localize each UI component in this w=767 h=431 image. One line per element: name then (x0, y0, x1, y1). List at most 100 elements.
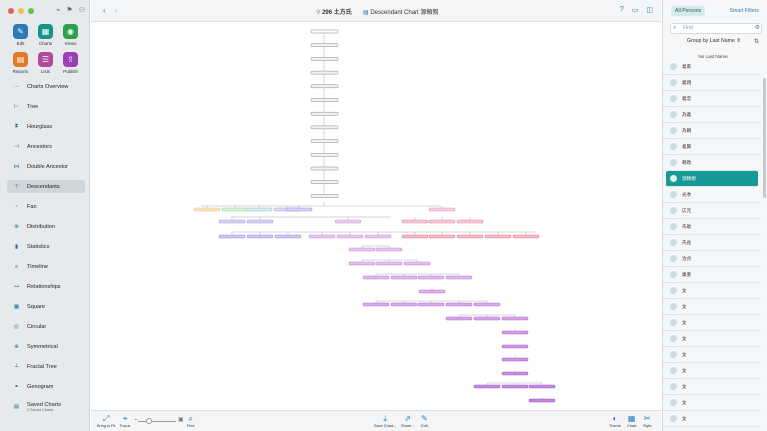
person-node[interactable] (445, 316, 473, 321)
person-node[interactable] (246, 234, 274, 239)
list-item[interactable]: 義親 (663, 75, 761, 91)
sidebar-item-distribution[interactable]: ⊛Distribution (7, 220, 85, 233)
help-icon[interactable]: ? (619, 6, 624, 13)
group-by-select[interactable]: Group by Last Name ⇕ (687, 38, 741, 44)
person-node[interactable] (418, 289, 446, 294)
list-item[interactable]: 源頼親 (666, 171, 758, 187)
person-node[interactable] (310, 153, 339, 157)
person-node[interactable] (501, 371, 529, 376)
tool-charts-button[interactable]: ▦Charts (33, 24, 58, 46)
sort-icon[interactable]: ⇅ (753, 39, 759, 45)
sidebar-item-fractal-tree[interactable]: ⟂Fractal Tree (7, 360, 85, 373)
zoom-slider[interactable] (138, 421, 176, 422)
zoom-window-button[interactable] (28, 8, 34, 14)
person-node[interactable] (218, 219, 246, 224)
person-node[interactable] (428, 234, 456, 239)
list-item[interactable]: 女 (663, 395, 761, 411)
bring-to-fit-button[interactable]: ⤢Bring to Fit (97, 414, 115, 428)
close-window-button[interactable] (8, 8, 14, 14)
person-node[interactable] (456, 234, 484, 239)
zoom-slider-knob[interactable] (146, 418, 152, 424)
person-node[interactable] (428, 207, 456, 212)
person-node[interactable] (428, 219, 456, 224)
share-button[interactable]: ⇗Share... (401, 414, 414, 428)
person-node[interactable] (310, 166, 339, 171)
sidebar-item-relationships[interactable]: ⊶Relationships (7, 280, 85, 293)
person-node[interactable] (501, 344, 529, 349)
sidebar-toggle-icon[interactable]: ◫ (646, 7, 653, 14)
list-item[interactable]: 義忠 (663, 91, 761, 107)
tag-icon[interactable]: ⌁ (56, 7, 61, 14)
find-button[interactable]: ⌕Find (187, 414, 194, 428)
person-node[interactable] (375, 261, 403, 266)
sidebar-item-circular[interactable]: ◎Circular (7, 320, 85, 333)
sidebar-item-double-ancestor[interactable]: ⋈Double Ancestor (7, 160, 85, 173)
person-node[interactable] (308, 234, 336, 239)
person-node[interactable] (310, 125, 339, 130)
person-node[interactable] (334, 219, 362, 224)
person-node[interactable] (310, 84, 339, 88)
zoom-out-icon[interactable]: ▪ (135, 417, 137, 423)
person-node[interactable] (456, 219, 484, 224)
person-node[interactable] (310, 180, 339, 184)
person-node[interactable] (501, 316, 529, 321)
person-node[interactable] (445, 302, 473, 307)
descendant-tree[interactable] (91, 22, 661, 410)
person-node[interactable] (512, 234, 540, 239)
person-node[interactable] (417, 275, 445, 280)
person-node[interactable] (348, 247, 376, 252)
person-node[interactable] (501, 384, 529, 389)
tool-reports-button[interactable]: ▤Reports (8, 52, 33, 74)
chart-button[interactable]: ▦Chart (627, 414, 636, 428)
sidebar-item-tree[interactable]: ⊢Tree (7, 100, 85, 113)
sidebar-item-ancestors[interactable]: ⊣Ancestors (7, 140, 85, 153)
bookmark-icon[interactable]: ⚑ (66, 7, 73, 14)
person-node[interactable] (310, 194, 339, 198)
list-item[interactable]: 広元 (663, 203, 761, 219)
person-node[interactable] (445, 275, 473, 280)
zoom-in-icon[interactable]: ▣ (178, 417, 184, 423)
person-node[interactable] (285, 207, 313, 212)
list-item[interactable]: 氏助 (663, 219, 761, 235)
list-item[interactable]: 女 (663, 315, 761, 331)
tab-smart-filters[interactable]: Smart Filters (729, 8, 759, 14)
sidebar-item-descendants[interactable]: ⊤Descendants (7, 180, 85, 193)
back-arrow-icon[interactable]: ‹ (103, 6, 106, 15)
list-item[interactable]: 頼政 (663, 155, 761, 171)
list-item[interactable]: 光季 (663, 187, 761, 203)
person-node[interactable] (245, 207, 273, 212)
person-node[interactable] (193, 207, 221, 212)
sidebar-item-timeline[interactable]: ≡Timeline (7, 260, 85, 273)
sidebar-item-symmetrical[interactable]: ⊕Symmetrical (7, 340, 85, 353)
person-node[interactable] (528, 384, 556, 389)
person-node[interactable] (390, 302, 418, 307)
person-node[interactable] (473, 316, 501, 321)
list-item[interactable]: 義賢 (663, 139, 761, 155)
list-item[interactable]: 為朝 (663, 123, 761, 139)
list-item[interactable]: 治貞 (663, 251, 761, 267)
person-node[interactable] (364, 234, 392, 239)
list-item[interactable]: 義家 (663, 59, 761, 75)
tool-edit-button[interactable]: ✎Edit (8, 24, 33, 46)
person-node[interactable] (348, 261, 376, 266)
sidebar-item-fan[interactable]: ◔Fan (7, 200, 85, 213)
sidebar-item-statistics[interactable]: ▮Statistics (7, 240, 85, 253)
person-node[interactable] (528, 398, 556, 403)
tool-publish-button[interactable]: ⇪Publish (58, 52, 83, 74)
tool-views-button[interactable]: ◉Views (58, 24, 83, 46)
list-item[interactable]: 女 (663, 299, 761, 315)
person-node[interactable] (375, 247, 403, 252)
person-node[interactable] (403, 261, 431, 266)
person-node[interactable] (310, 29, 339, 34)
person-node[interactable] (310, 43, 339, 47)
person-node[interactable] (473, 384, 501, 389)
search-options-icon[interactable]: ⚙ (754, 25, 760, 31)
persons-search-input[interactable]: ⌕ Find (670, 23, 762, 34)
person-node[interactable] (246, 219, 274, 224)
list-item[interactable]: 女 (663, 379, 761, 395)
person-node[interactable] (401, 234, 429, 239)
person-node[interactable] (310, 57, 339, 61)
persons-scrollbar[interactable] (763, 78, 766, 198)
person-node[interactable] (417, 302, 445, 307)
